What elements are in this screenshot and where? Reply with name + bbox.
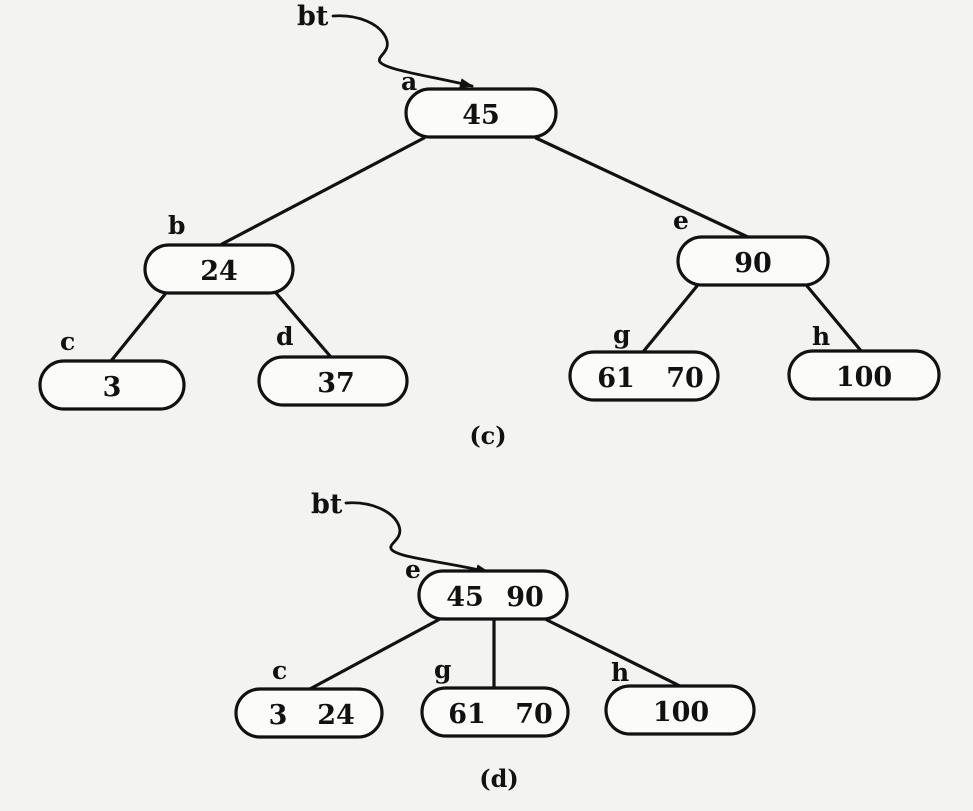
figure-d: bt e 45 90 c 3 24 g 61 70 h <box>234 489 756 793</box>
node-label: e <box>673 206 689 235</box>
node-box <box>568 350 720 402</box>
edge-e-h <box>805 284 864 354</box>
node-label: g <box>434 655 451 684</box>
node-label: g <box>613 320 630 349</box>
node-box <box>676 235 830 287</box>
node-box <box>234 687 384 739</box>
node-box <box>787 349 941 401</box>
node-box <box>420 686 570 738</box>
figure-caption: (c) <box>469 421 506 450</box>
node-g: g 61 70 <box>420 655 570 738</box>
node-key: 100 <box>653 697 709 728</box>
node-label: e <box>405 555 421 584</box>
node-key: 24 <box>200 256 238 287</box>
node-key: 37 <box>317 368 355 399</box>
node-label: c <box>60 327 75 356</box>
node-box <box>404 87 558 139</box>
node-g: g 61 70 <box>568 320 720 402</box>
node-h: h 100 <box>604 658 756 736</box>
figure-caption: (d) <box>479 764 519 793</box>
node-label: b <box>168 211 185 240</box>
node-box <box>417 569 569 621</box>
node-key: 100 <box>836 362 892 393</box>
node-d: d 37 <box>257 322 409 407</box>
node-box <box>38 359 186 411</box>
node-key: 70 <box>515 699 553 730</box>
node-key: 61 <box>448 699 486 730</box>
node-c: c 3 <box>38 327 186 411</box>
node-c: c 3 24 <box>234 656 384 739</box>
node-h: h 100 <box>787 322 941 401</box>
edge-b-c <box>109 291 168 363</box>
root-pointer-arrow <box>331 14 474 89</box>
edge-e-c <box>306 617 442 692</box>
node-key: 90 <box>734 248 772 279</box>
node-box <box>257 355 409 407</box>
node-a: a 45 <box>401 67 558 139</box>
node-label: d <box>276 322 293 351</box>
node-key: 24 <box>317 700 355 731</box>
edge-a-b <box>220 136 426 246</box>
node-label: c <box>272 656 287 685</box>
node-key: 3 <box>103 372 122 403</box>
node-key: 45 <box>446 582 484 613</box>
edge-e-h <box>543 617 682 688</box>
node-key: 45 <box>462 100 500 131</box>
node-key: 90 <box>506 582 544 613</box>
node-key: 61 <box>597 363 635 394</box>
node-label: h <box>611 658 629 687</box>
root-pointer-label: bt <box>311 489 343 520</box>
node-b: b 24 <box>143 211 295 295</box>
node-label: a <box>401 67 417 96</box>
edge-b-d <box>274 291 332 358</box>
node-e: e 45 90 <box>405 555 569 621</box>
root-pointer-arrow <box>344 501 490 575</box>
node-box <box>143 243 295 295</box>
node-key: 3 <box>269 700 288 731</box>
node-key: 70 <box>666 363 704 394</box>
edge-a-e <box>534 136 752 240</box>
node-label: h <box>812 322 830 351</box>
root-pointer-label: bt <box>297 1 329 32</box>
edge-e-g <box>641 284 699 354</box>
figure-c: bt a 45 b 24 c 3 d 37 <box>38 1 941 450</box>
node-e: e 90 <box>673 206 830 287</box>
node-box <box>604 684 756 736</box>
